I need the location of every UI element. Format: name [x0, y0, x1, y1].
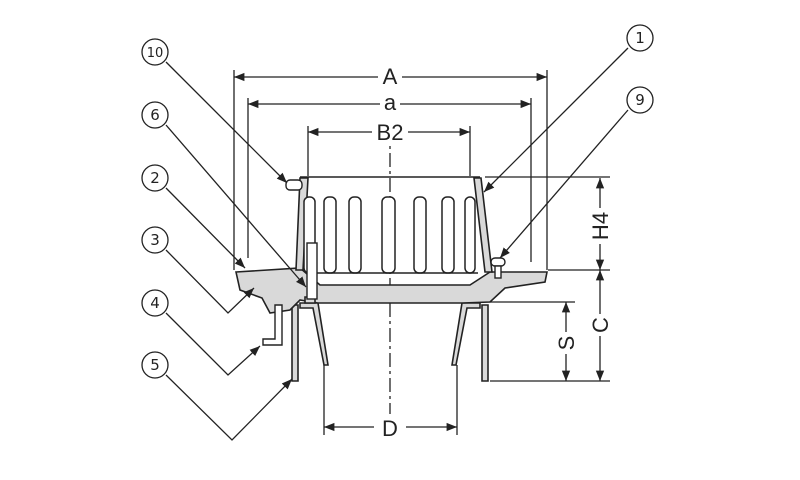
screw-9-head: [490, 257, 506, 267]
dim-B2-label: B2: [377, 120, 404, 145]
screw-9-shank: [494, 265, 502, 279]
dim-C-label: C: [588, 317, 613, 333]
dim-A-label: A: [383, 64, 398, 89]
callout-3: 3: [150, 231, 160, 249]
bolt-6: [306, 242, 318, 300]
callout-2: 2: [150, 169, 160, 187]
clamp-4: [262, 304, 283, 346]
dim-S-label: S: [554, 336, 579, 351]
screw-10: [285, 179, 303, 191]
callout-6: 6: [150, 106, 160, 124]
callout-9: 9: [635, 91, 645, 109]
callout-5: 5: [150, 356, 160, 374]
dim-a-label: a: [384, 90, 397, 115]
callout-4: 4: [150, 294, 160, 312]
dim-D-label: D: [382, 416, 398, 441]
callout-1: 1: [635, 29, 645, 47]
dim-H4-label: H4: [588, 212, 613, 240]
callout-10: 10: [147, 46, 164, 61]
